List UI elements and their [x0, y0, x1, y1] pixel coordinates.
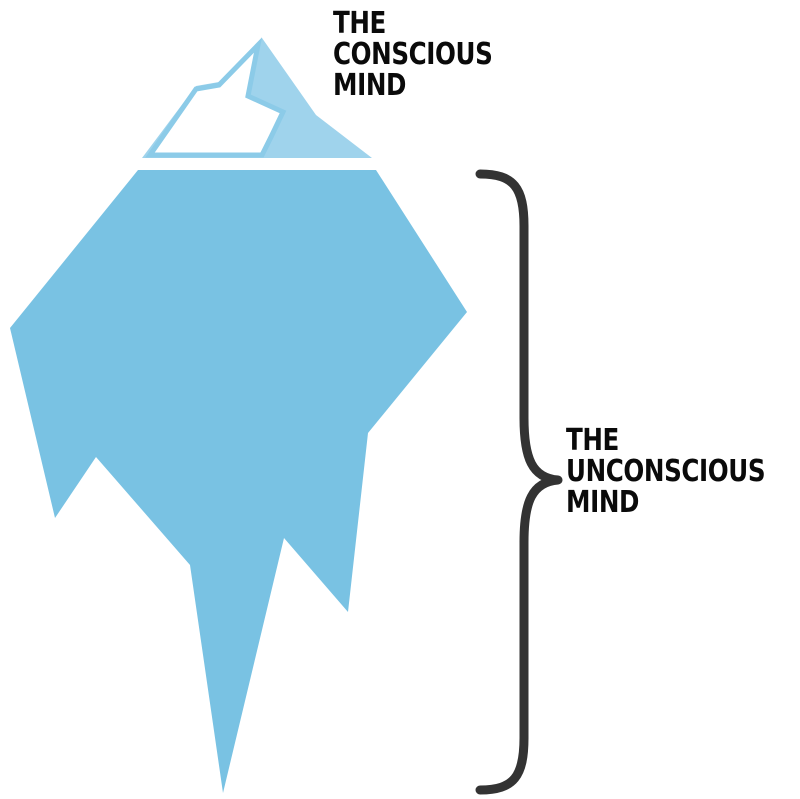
iceberg-underwater [10, 170, 467, 793]
conscious-label-line3: MIND [333, 70, 492, 101]
unconscious-mind-label: THE UNCONSCIOUS MIND [566, 425, 765, 518]
unconscious-label-line3: MIND [566, 487, 765, 518]
unconscious-label-line1: THE [566, 425, 765, 456]
conscious-label-line2: CONSCIOUS [333, 39, 492, 70]
conscious-label-line1: THE [333, 8, 492, 39]
unconscious-label-line2: UNCONSCIOUS [566, 456, 765, 487]
curly-brace [480, 174, 558, 790]
conscious-mind-label: THE CONSCIOUS MIND [333, 8, 492, 101]
